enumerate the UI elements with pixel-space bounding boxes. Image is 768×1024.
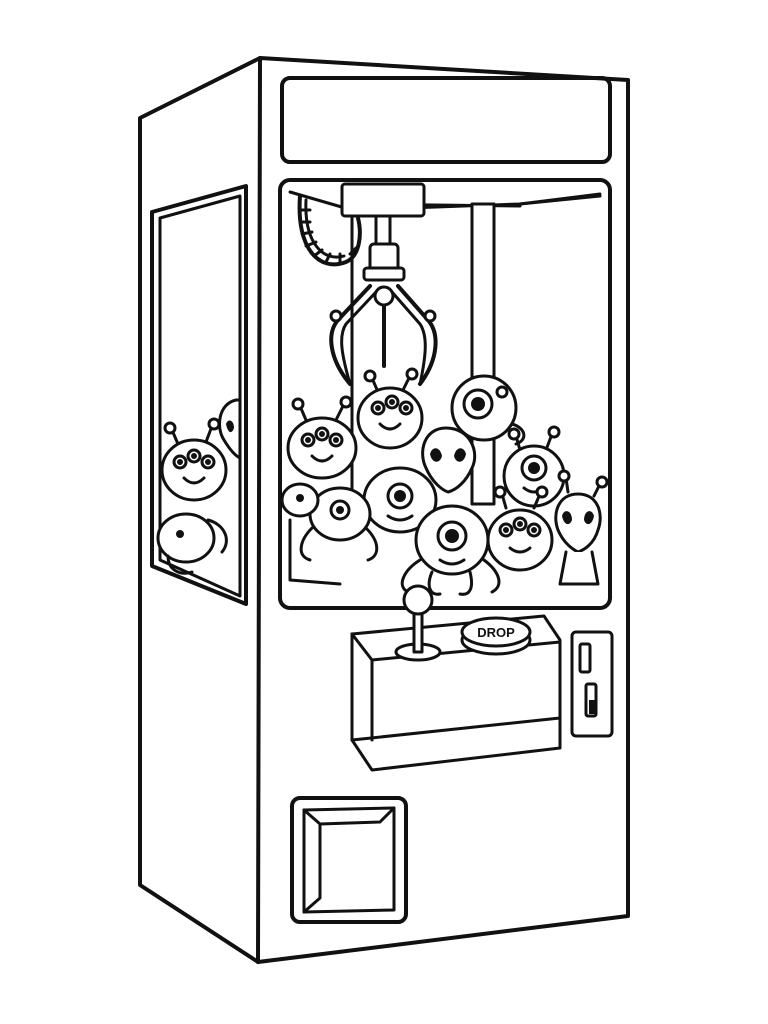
side-prize-pile <box>156 398 242 575</box>
alien-plush-icon <box>362 466 438 534</box>
prize-pile <box>280 367 609 596</box>
claw-icon <box>297 182 438 386</box>
alien-plush-icon <box>502 425 566 508</box>
alien-plush-icon <box>280 482 342 586</box>
alien-plush-icon <box>400 504 501 596</box>
drop-button[interactable]: DROP <box>460 616 532 656</box>
joystick-icon[interactable] <box>394 584 442 662</box>
alien-plush-icon <box>421 426 477 494</box>
alien-plush-icon <box>218 398 242 460</box>
drop-button-label: DROP <box>477 625 515 640</box>
header-sign <box>280 76 612 164</box>
alien-plush-icon <box>554 469 609 586</box>
prize-door-icon[interactable] <box>290 796 408 924</box>
alien-plush-icon <box>450 374 526 446</box>
alien-plush-icon <box>286 395 358 480</box>
alien-plush-icon <box>299 486 379 562</box>
alien-plush-icon <box>156 512 228 575</box>
alien-plush-icon <box>160 417 228 502</box>
side-window <box>150 184 248 606</box>
cabinet <box>138 56 630 964</box>
alien-plush-icon <box>356 367 424 450</box>
coin-slot-icon[interactable] <box>570 630 614 738</box>
